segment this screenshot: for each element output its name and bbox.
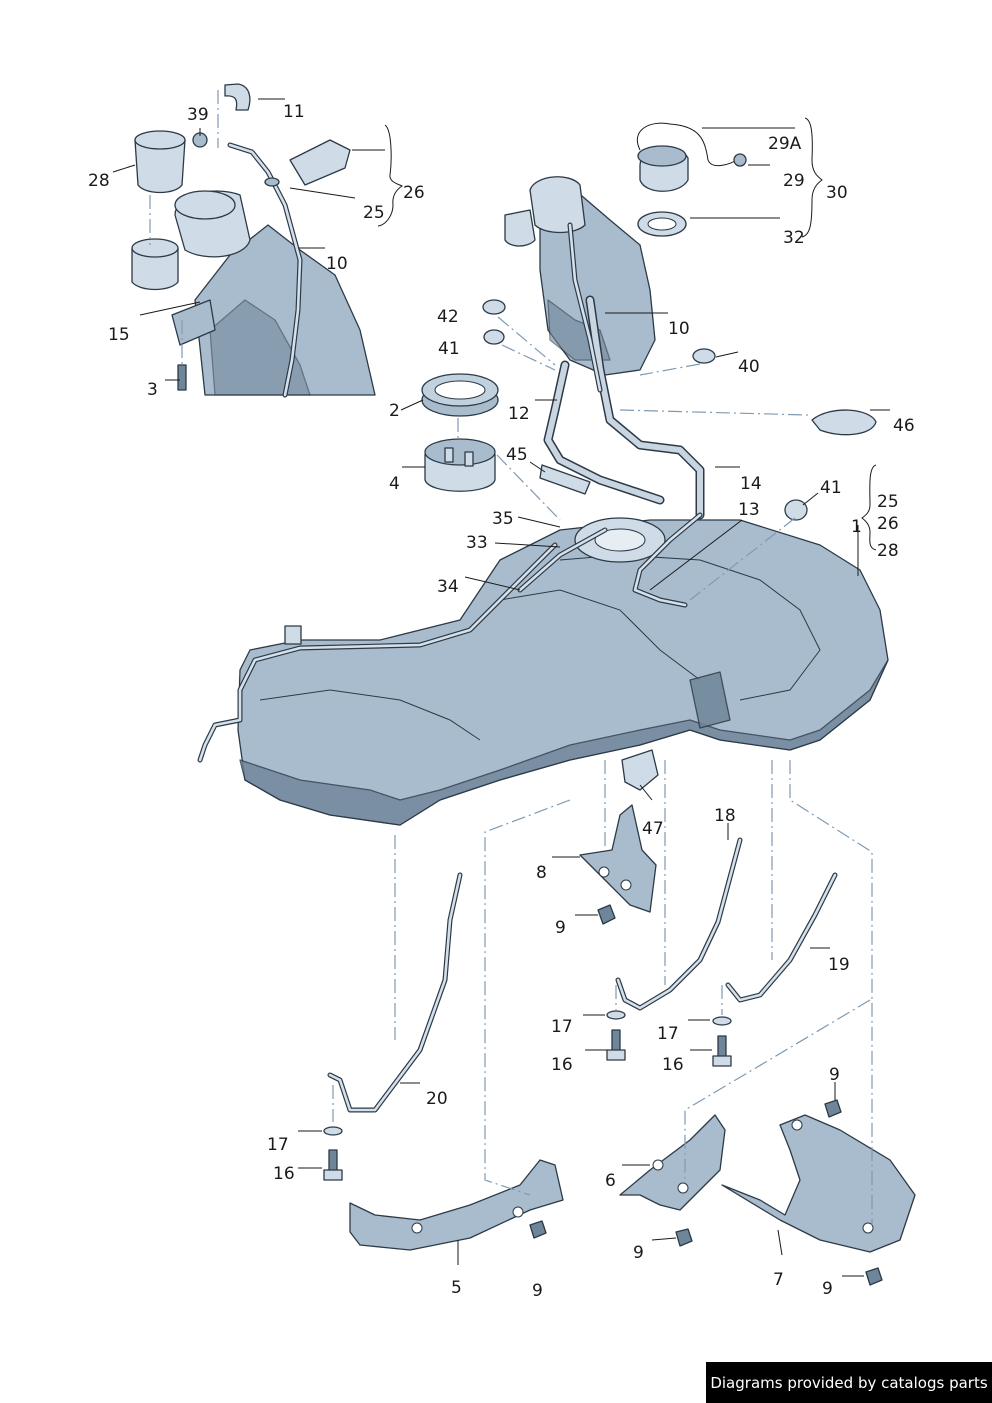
label-17-mid-right: 17	[657, 1024, 679, 1044]
label-45: 45	[506, 445, 528, 465]
label-16-left: 16	[273, 1164, 295, 1184]
lower-parts	[327, 804, 916, 1253]
label-15: 15	[108, 325, 130, 345]
label-39: 39	[187, 105, 209, 125]
label-18: 18	[714, 806, 736, 826]
label-32: 32	[783, 228, 805, 248]
label-11: 11	[283, 102, 305, 122]
label-46: 46	[893, 416, 915, 436]
label-10-inset: 10	[326, 254, 348, 274]
label-16-mid-right: 16	[662, 1055, 684, 1075]
filler-neck-inset	[131, 83, 376, 398]
label-20: 20	[426, 1089, 448, 1109]
label-12: 12	[508, 404, 530, 424]
label-9-upper: 9	[555, 918, 566, 938]
credit-banner: Diagrams provided by catalogs parts	[706, 1362, 992, 1403]
label-19: 19	[828, 955, 850, 975]
label-9-bottom-right: 9	[822, 1279, 833, 1299]
label-29: 29	[783, 171, 805, 191]
label-25: 25	[877, 492, 899, 512]
label-25-inset: 25	[363, 203, 385, 223]
label-29a: 29A	[768, 134, 802, 154]
label-3: 3	[147, 380, 158, 400]
fuel-tank	[197, 512, 889, 826]
part-labels: 11 39 28 26 25 10 15 3 29A 29 30 32 42 1…	[88, 102, 915, 1301]
label-47: 47	[642, 819, 664, 839]
label-16-mid-left: 16	[551, 1055, 573, 1075]
clamps	[482, 299, 808, 791]
label-17-left: 17	[267, 1135, 289, 1155]
label-40: 40	[738, 357, 760, 377]
label-42: 42	[437, 307, 459, 327]
filler-neck-main	[504, 176, 877, 520]
filler-cap-assembly	[636, 122, 747, 237]
label-5: 5	[451, 1278, 462, 1298]
label-9-mid: 9	[633, 1243, 644, 1263]
label-33: 33	[466, 533, 488, 553]
label-1: 1	[851, 517, 862, 537]
fasteners	[323, 904, 883, 1286]
label-13: 13	[738, 500, 760, 520]
leader-lines	[112, 98, 890, 1277]
label-41-left: 41	[438, 339, 460, 359]
label-28: 28	[877, 541, 899, 561]
label-30: 30	[826, 183, 848, 203]
label-26-inset: 26	[403, 183, 425, 203]
label-8: 8	[536, 863, 547, 883]
label-14: 14	[740, 474, 762, 494]
label-17-mid-left: 17	[551, 1017, 573, 1037]
label-41-right: 41	[820, 478, 842, 498]
label-9-bottom-left: 9	[532, 1281, 543, 1301]
label-2: 2	[389, 401, 400, 421]
label-34: 34	[437, 577, 459, 597]
connection-lines	[149, 90, 873, 1225]
label-9-right-top: 9	[829, 1065, 840, 1085]
sender-unit-group	[421, 373, 499, 492]
label-26: 26	[877, 514, 899, 534]
label-6: 6	[605, 1171, 616, 1191]
label-10: 10	[668, 319, 690, 339]
label-7: 7	[773, 1270, 784, 1290]
label-35: 35	[492, 509, 514, 529]
label-4: 4	[389, 474, 400, 494]
label-28-inset: 28	[88, 171, 110, 191]
